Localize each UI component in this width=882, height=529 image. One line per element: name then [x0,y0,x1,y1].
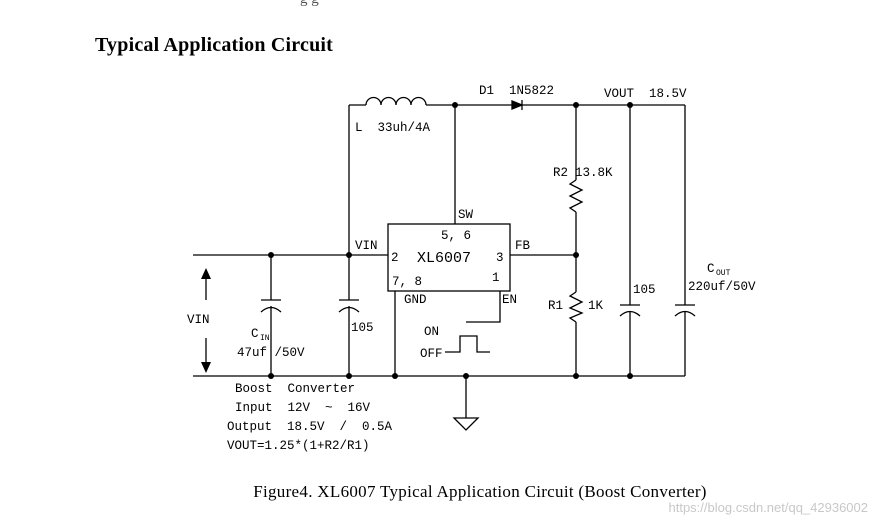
page-title: Typical Application Circuit [95,34,334,56]
on-off-pulse [445,335,490,353]
cin-value: 47uf /50V [237,346,305,360]
r1-value: 1K [588,299,604,313]
vin-arrow-label: VIN [187,313,210,327]
ic-pin-gnd-number: 7, 8 [392,275,422,289]
junction-dot [627,373,633,379]
on-label: ON [424,325,439,339]
junction-dot [627,102,633,108]
ground-symbol [452,417,480,431]
inductor-coil [365,96,427,106]
off-label: OFF [420,347,443,361]
ic-pin-vin-label: VIN [355,239,378,253]
ic-name: XL6007 [417,250,471,267]
junction-dot [346,252,352,258]
inductor-label: L 33uh/4A [355,121,431,135]
r1-label: R1 [548,299,563,313]
watermark: https://blog.csdn.net/qq_42936002 [668,500,869,515]
ic-pin-en-number: 1 [492,271,500,285]
previous-page-fragment: g g [300,0,319,8]
cin-label-sub: IN [260,334,270,343]
figure-caption: Figure4. XL6007 Typical Application Circ… [253,482,707,501]
ic-pin-fb-label: FB [515,239,531,253]
cout-value: 220uf/50V [688,280,756,294]
cout-label-sub: OUT [716,269,731,278]
resistor-r1 [568,291,584,323]
junction-dot [268,252,274,258]
ic-pin-sw-number: 5, 6 [441,229,471,243]
ic-body [387,223,511,292]
junction-dot [463,373,469,379]
note-line-3: Output 18.5V / 0.5A [227,420,393,434]
vin-arrow-down [201,362,211,373]
junction-dot [346,373,352,379]
note-line-1: Boost Converter [235,382,355,396]
ic-pin-vin-number: 2 [391,251,399,265]
ic-pin-gnd-label: GND [404,293,427,307]
vout-label: VOUT 18.5V [604,87,687,101]
ic-pin-sw-label: SW [458,208,474,222]
junction-dot [392,373,398,379]
capacitor-105-right-label: 105 [633,283,656,297]
vin-arrow-up [201,268,211,279]
note-line-4: VOUT=1.25*(1+R2/R1) [227,439,370,453]
capacitor-105-left-label: 105 [351,321,374,335]
diode-label: D1 1N5822 [479,84,554,98]
diode-symbol [511,100,524,110]
r2-value: 13.8K [575,166,613,180]
ic-pin-fb-number: 3 [496,251,504,265]
r2-label: R2 [553,166,568,180]
cout-label-main: C [707,262,715,276]
junction-dot [573,102,579,108]
note-line-2: Input 12V ~ 16V [235,401,371,415]
junction-dot [573,373,579,379]
junction-dot [268,373,274,379]
cin-label-main: C [251,327,259,341]
junction-dot [573,252,579,258]
junction-dot [452,102,458,108]
ic-pin-en-label: EN [502,293,517,307]
en-wire [466,291,501,323]
resistor-r2 [568,179,584,213]
